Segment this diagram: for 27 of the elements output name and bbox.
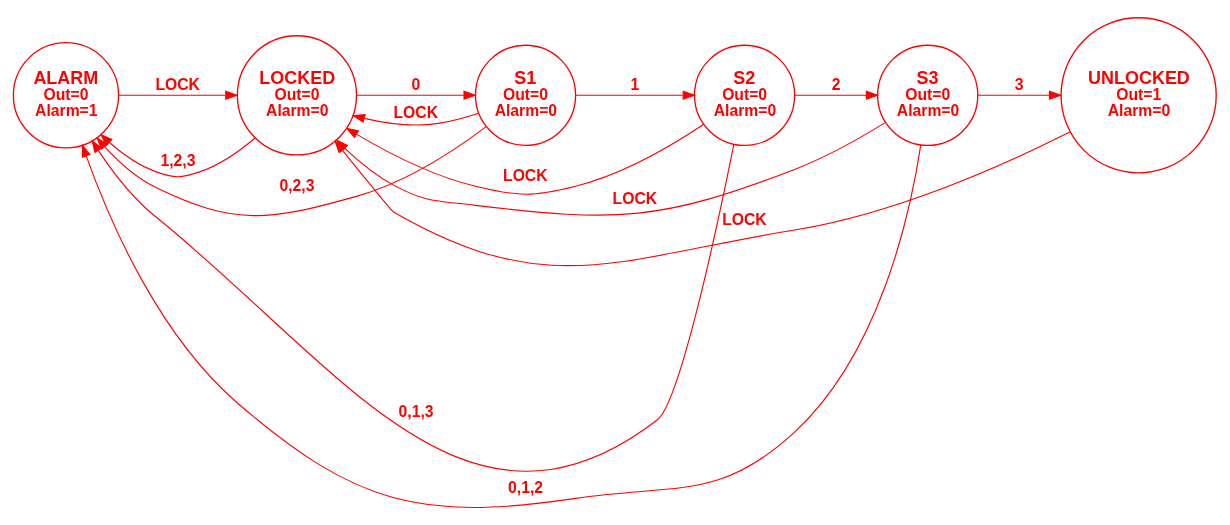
edge-label: LOCK — [612, 190, 658, 208]
edge-label: 1 — [630, 75, 640, 93]
node-circle: S3 Out=0 Alarm=0 — [876, 44, 979, 147]
arrow — [99, 133, 256, 178]
edge-label: LOCK — [503, 166, 548, 184]
edge-label: 3 — [1014, 75, 1024, 93]
edge-label: 0,1,3 — [398, 402, 434, 420]
node-circle: UNLOCKED Out=1 Alarm=0 — [1060, 17, 1217, 174]
arrow — [977, 90, 1063, 100]
arrow — [96, 126, 487, 217]
edge-label: LOCK — [722, 210, 767, 228]
edge-label: 0,2,3 — [279, 176, 315, 194]
edge-label: 0 — [411, 75, 421, 93]
arrow — [351, 112, 480, 126]
arrow — [345, 123, 705, 195]
node-circle: S2 Out=0 Alarm=0 — [693, 44, 796, 147]
edge-label: 1,2,3 — [160, 152, 196, 170]
arrow — [794, 90, 880, 100]
arrow — [356, 90, 477, 100]
edge-label: LOCK — [155, 75, 200, 93]
edge-label: 2 — [831, 75, 841, 93]
edge-label: 0,1,2 — [508, 479, 544, 496]
arrow — [81, 143, 922, 508]
node-circle: S1 Out=0 Alarm=0 — [474, 44, 577, 147]
arrow — [117, 90, 239, 100]
arrow — [575, 90, 697, 100]
edge-label: LOCK — [393, 103, 439, 121]
